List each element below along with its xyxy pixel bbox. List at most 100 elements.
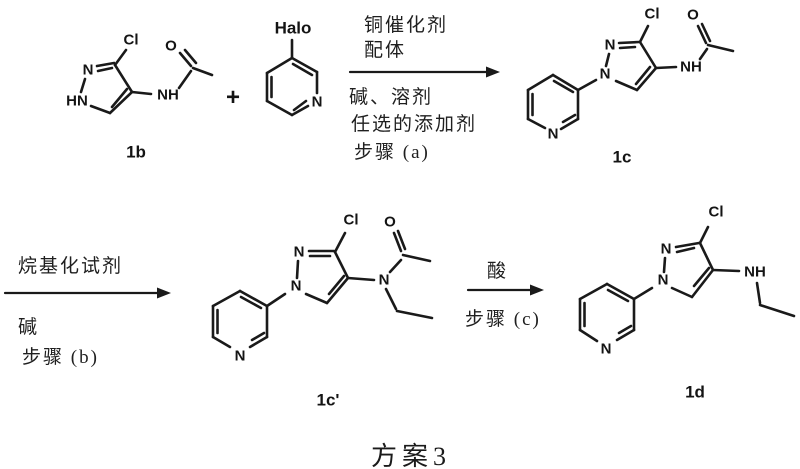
bond <box>604 52 611 68</box>
arrow-step-b <box>3 287 171 299</box>
compound-label-1c: 1c <box>612 147 632 167</box>
bond <box>248 335 269 349</box>
bond <box>291 62 314 77</box>
bond <box>606 288 630 303</box>
bond <box>698 225 710 245</box>
mol-1cp-bonds <box>211 229 434 349</box>
mol-1d-bonds <box>578 225 796 343</box>
bond <box>333 231 347 254</box>
bond <box>578 328 599 343</box>
arrow-step-a <box>348 66 500 78</box>
bond <box>692 266 711 288</box>
bond <box>632 286 654 301</box>
bond <box>654 65 678 70</box>
bond <box>239 295 263 310</box>
bond <box>675 246 696 254</box>
bond <box>662 256 667 274</box>
mol-1d-atom-n2: N <box>660 240 672 258</box>
mol-1c-atom-n1: N <box>599 65 611 83</box>
mol-1c-atom-nh: NH <box>680 58 702 76</box>
bond <box>561 113 577 124</box>
arrowhead-icon <box>486 66 500 78</box>
bond <box>706 43 735 53</box>
halopyridine-atom-n: N <box>311 93 323 111</box>
bond <box>113 48 128 67</box>
mol-1d-atom-py-n: N <box>600 340 612 358</box>
step-a-label: 步骤 (a) <box>354 142 430 163</box>
bond <box>395 309 434 320</box>
arrowhead-icon <box>157 287 171 299</box>
bond <box>559 117 580 131</box>
mol-1b-atom-o: O <box>165 37 177 55</box>
bond <box>690 268 715 299</box>
compound-label-1cp: 1c' <box>316 390 340 410</box>
bond <box>211 289 242 308</box>
bond <box>384 287 398 311</box>
step-b-reagent-line-1: 烷基化试剂 <box>18 256 124 277</box>
arrowhead-icon <box>530 284 544 296</box>
bond <box>634 65 652 86</box>
mol-1b-atom-cl: Cl <box>123 31 139 49</box>
step-c-label: 步骤 (c) <box>465 309 541 330</box>
mol-1d-atom-cl: Cl <box>708 203 724 221</box>
bond <box>614 79 639 92</box>
bond <box>304 292 329 305</box>
bond <box>552 79 575 94</box>
bond <box>130 90 153 96</box>
step-c-reagent-line-1: 酸 <box>487 261 509 282</box>
halopyridine-bonds <box>265 38 319 117</box>
bond <box>670 286 694 299</box>
mol-1d-atom-nh: NH <box>744 263 766 281</box>
bond <box>698 241 715 272</box>
bond <box>113 63 134 94</box>
compound-label-1b: 1b <box>126 142 146 162</box>
bond <box>290 104 310 117</box>
compound-label-1d: 1d <box>685 382 705 402</box>
step-a-condition-line-1: 碱、溶剂 <box>349 87 434 108</box>
mol-1cp-atom-cl: Cl <box>343 211 359 229</box>
bond <box>696 24 708 45</box>
bond <box>638 40 658 70</box>
bond <box>758 303 796 318</box>
bond <box>635 66 658 92</box>
bond <box>250 331 266 342</box>
bond <box>333 250 350 280</box>
bond <box>295 259 300 280</box>
bond <box>698 47 709 61</box>
mol-1b-atom-nh: NH <box>157 86 179 104</box>
bond <box>265 292 287 308</box>
step-b-condition-line-1: 碱 <box>18 317 40 338</box>
bond <box>392 231 403 253</box>
bond <box>79 77 87 94</box>
plus-operator: + <box>225 84 241 111</box>
bond <box>755 281 762 305</box>
halopyridine-substituent-halo: Halo <box>274 18 312 38</box>
bond <box>526 117 547 130</box>
bond <box>191 66 214 77</box>
mol-1cp-atom-n-amide: N <box>378 271 390 289</box>
step-a-reagent-line-2: 配体 <box>364 40 407 61</box>
mol-1b-atom-n1: HN <box>66 92 88 110</box>
mol-1c-atom-o: O <box>687 6 699 24</box>
bond <box>290 56 319 74</box>
bond <box>617 324 633 335</box>
bond <box>615 328 636 342</box>
bond <box>396 229 407 251</box>
bond <box>183 48 198 65</box>
bond <box>211 335 232 349</box>
bond <box>388 258 403 274</box>
mol-1c-atom-cl: Cl <box>644 5 660 23</box>
bond <box>265 99 294 117</box>
bond <box>618 45 637 50</box>
bond <box>325 276 350 305</box>
bond <box>108 90 134 115</box>
bond <box>551 73 580 92</box>
mol-1cp-atom-n2: N <box>293 243 305 261</box>
bond <box>526 73 555 92</box>
bond <box>89 104 112 115</box>
bond <box>265 56 294 75</box>
bond <box>617 40 641 45</box>
mol-1b-atom-n2: N <box>82 61 94 79</box>
